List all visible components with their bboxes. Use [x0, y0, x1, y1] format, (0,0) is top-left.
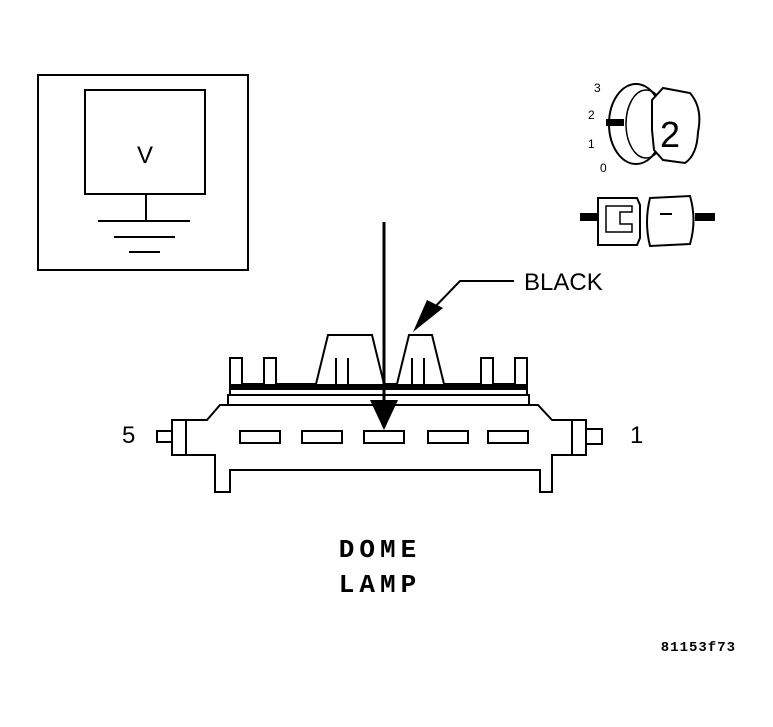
- meter-frame: [37, 74, 249, 271]
- ignition-pointer: [606, 119, 624, 126]
- pin-number-right: 1: [630, 422, 643, 449]
- cavity-5: [239, 430, 281, 444]
- ignition-key-icon: [651, 86, 701, 165]
- voltmeter: V: [37, 74, 249, 271]
- cavity-4: [301, 430, 343, 444]
- wire-color-label: BLACK: [524, 269, 603, 296]
- pin-number-left: 5: [122, 422, 135, 449]
- cavity-1: [487, 430, 529, 444]
- connector-disconnect-icon: [580, 194, 715, 248]
- wire-callout: BLACK: [413, 269, 603, 332]
- ignition-position-3: 3: [594, 81, 601, 95]
- connector-body: [171, 404, 587, 493]
- cavity-3: [363, 430, 405, 444]
- ignition-switch-icon: 3 2 1 0 2: [588, 81, 701, 175]
- ignition-position-2: 2: [588, 108, 595, 122]
- right-end-tab: [585, 428, 603, 445]
- ignition-position-0: 0: [600, 161, 607, 175]
- callout-arrowhead: [413, 300, 443, 332]
- ignition-position-1: 1: [588, 137, 595, 151]
- probe-arrowhead: [370, 400, 398, 430]
- cavity-2: [427, 430, 469, 444]
- ignition-key-position: 2: [660, 114, 680, 155]
- left-end-tab: [156, 430, 173, 443]
- component-title-line1: DOME: [339, 535, 421, 565]
- probe-arrow: [370, 222, 398, 430]
- meter-symbol: V: [137, 142, 153, 169]
- figure-id: 81153f73: [661, 640, 736, 656]
- ground-icon: [98, 194, 190, 253]
- component-title-line2: LAMP: [339, 570, 421, 600]
